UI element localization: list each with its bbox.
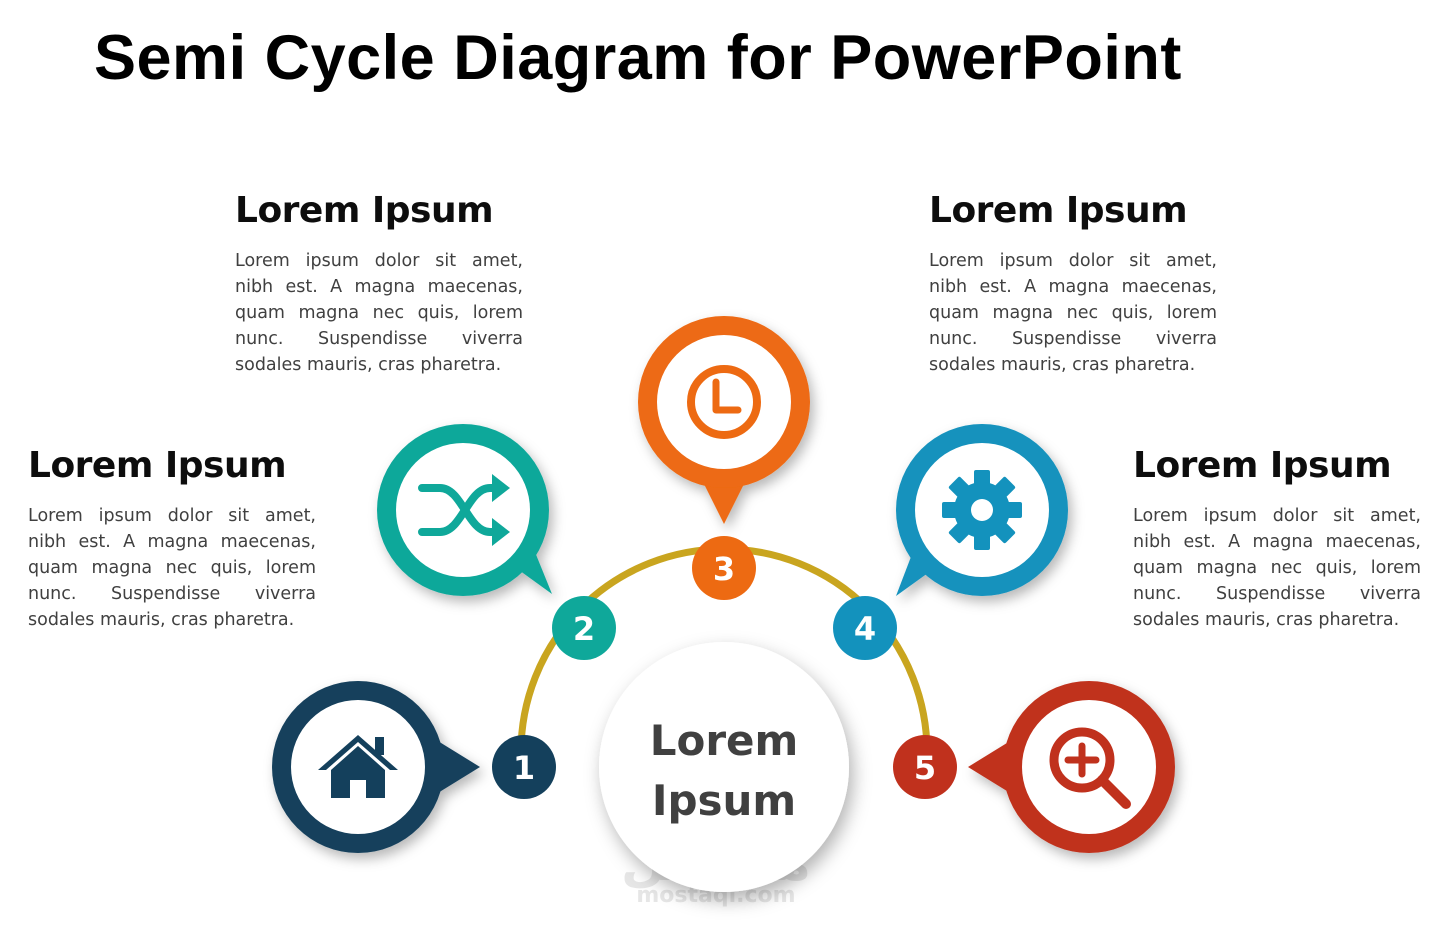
step-dot-1: 1 [492, 735, 556, 799]
pin-step-5 [968, 681, 1175, 853]
center-circle: Lorem Ipsum [599, 642, 849, 892]
step-number: 4 [854, 610, 876, 648]
shuffle-icon [418, 474, 510, 546]
step-number: 2 [573, 610, 595, 648]
pin-step-3 [638, 316, 810, 524]
center-label-line2: Ipsum [652, 776, 796, 825]
block-body: Lorem ipsum dolor sit amet, nibh est. A … [929, 251, 1217, 375]
text-block-step-5: Lorem Ipsum Lorem ipsum dolor sit amet, … [1133, 445, 1421, 633]
block-body: Lorem ipsum dolor sit amet, nibh est. A … [1133, 506, 1421, 630]
gear-icon [942, 470, 1022, 550]
clock-icon [687, 365, 761, 439]
home-icon [318, 735, 398, 798]
step-dot-2: 2 [552, 596, 616, 660]
block-heading: Lorem Ipsum [28, 445, 287, 486]
text-block-step-4: Lorem Ipsum Lorem ipsum dolor sit amet, … [929, 190, 1217, 378]
block-heading: Lorem Ipsum [929, 190, 1188, 231]
center-label-line1: Lorem [650, 716, 799, 765]
step-number: 3 [713, 550, 735, 588]
page-title: Semi Cycle Diagram for PowerPoint [94, 23, 1182, 93]
step-number: 1 [513, 749, 535, 787]
zoom-in-icon [1049, 727, 1131, 809]
step-dot-3: 3 [692, 536, 756, 600]
block-heading: Lorem Ipsum [235, 190, 494, 231]
block-heading: Lorem Ipsum [1133, 445, 1392, 486]
block-body: Lorem ipsum dolor sit amet, nibh est. A … [235, 251, 523, 375]
text-block-step-2: Lorem Ipsum Lorem ipsum dolor sit amet, … [235, 190, 523, 378]
text-block-step-1: Lorem Ipsum Lorem ipsum dolor sit amet, … [28, 445, 316, 633]
block-body: Lorem ipsum dolor sit amet, nibh est. A … [28, 506, 316, 630]
step-number: 5 [914, 749, 936, 787]
step-dot-5: 5 [893, 735, 957, 799]
step-dot-4: 4 [833, 596, 897, 660]
